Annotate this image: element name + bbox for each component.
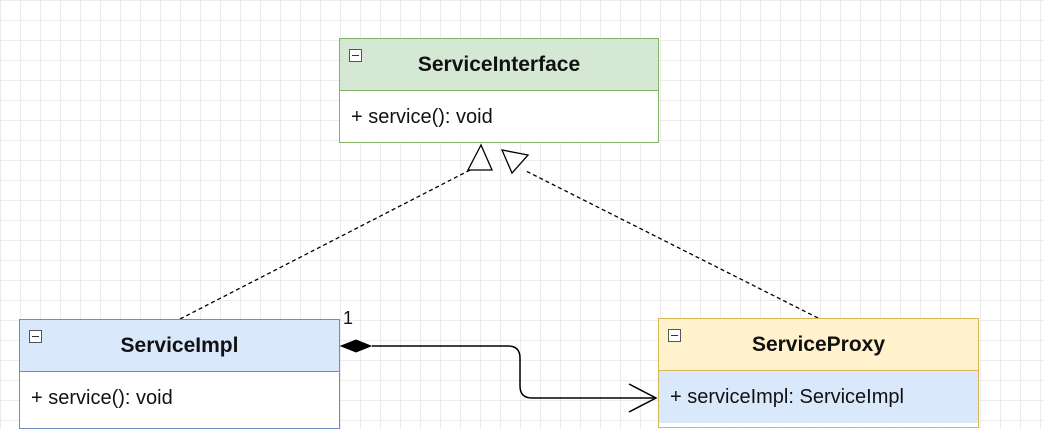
realization-arrowhead-proxy bbox=[500, 149, 530, 175]
class-member[interactable]: + serviceImpl: ServiceImpl bbox=[659, 371, 978, 423]
class-service-interface[interactable]: ServiceInterface + service(): void bbox=[339, 38, 659, 143]
class-header[interactable]: ServiceImpl bbox=[20, 320, 339, 372]
composition-diamond bbox=[339, 339, 373, 353]
class-header[interactable]: ServiceInterface bbox=[340, 39, 658, 91]
class-name: ServiceInterface bbox=[417, 52, 581, 76]
class-member[interactable]: + service(): void bbox=[31, 386, 173, 409]
class-member[interactable]: + service(): void bbox=[351, 105, 493, 128]
class-name: ServiceProxy bbox=[751, 332, 886, 356]
class-service-proxy[interactable]: ServiceProxy + serviceImpl: ServiceImpl bbox=[658, 318, 979, 428]
composition-arrowhead bbox=[628, 383, 658, 413]
collapse-icon[interactable] bbox=[29, 330, 42, 343]
collapse-icon[interactable] bbox=[668, 329, 681, 342]
realization-line-proxy[interactable] bbox=[523, 169, 819, 319]
collapse-icon[interactable] bbox=[349, 49, 362, 62]
realization-arrowhead-impl bbox=[466, 143, 493, 171]
composition-line[interactable] bbox=[372, 345, 656, 399]
realization-line-impl[interactable] bbox=[179, 167, 475, 320]
class-name: ServiceImpl bbox=[120, 333, 239, 357]
class-service-impl[interactable]: ServiceImpl + service(): void bbox=[19, 319, 340, 429]
class-header[interactable]: ServiceProxy bbox=[659, 319, 978, 371]
composition-multiplicity: 1 bbox=[343, 308, 354, 328]
